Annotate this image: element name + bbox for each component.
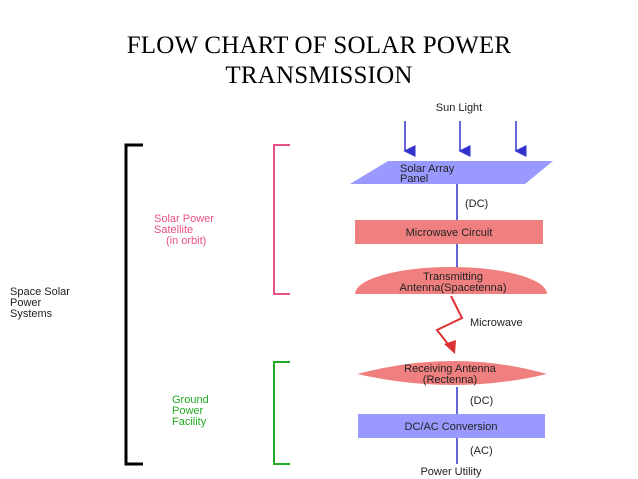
solar-array-label-1: Solar Array [400,163,455,175]
dc-ac-conversion-label: DC/AC Conversion [405,421,498,433]
space-system-label-2: Power [10,297,42,309]
solar-array-panel [350,161,553,184]
microwave-label: Microwave [470,317,523,329]
receiving-antenna-label-2: (Rectenna) [423,374,477,386]
ground-label-2: Power [172,405,204,417]
transmitting-antenna-label-1: Transmitting [423,271,483,283]
satellite-bracket [273,144,290,295]
ac-label: (AC) [470,445,493,457]
space-system-label-1: Space Solar [10,286,70,298]
transmitting-antenna-shape [355,267,547,294]
page-title-line-2: TRANSMISSION [225,62,413,89]
sun-light-label: Sun Light [436,102,482,114]
receiving-antenna-shape [357,361,547,385]
dc-ac-conversion-box [358,414,545,438]
page-title-line-1: FLOW CHART OF SOLAR POWER [126,32,512,59]
microwave-circuit-label: Microwave Circuit [406,227,493,239]
power-utility-label: Power Utility [420,466,482,478]
microwave-circuit-box [355,220,543,244]
satellite-label-3: (in orbit) [166,235,206,247]
ground-label-1: Ground [172,394,209,406]
solar-array-label-2: Panel [400,173,428,185]
space-system-label-3: Systems [10,308,53,320]
sunlight-arrows [403,121,527,157]
space-system-bracket [124,143,143,466]
transmitting-antenna-label-2: Antenna(Spacetenna) [399,282,506,294]
dc-label-1: (DC) [465,198,488,210]
satellite-label-2: Satellite [154,224,193,236]
ground-label-3: Facility [172,416,207,428]
satellite-label-1: Solar Power [154,213,214,225]
microwave-beam-arrow [435,295,464,349]
microwave-arrowhead [444,340,456,354]
dc-label-2: (DC) [470,395,493,407]
receiving-antenna-label-1: Receiving Antenna [404,363,497,375]
ground-bracket [273,361,290,465]
